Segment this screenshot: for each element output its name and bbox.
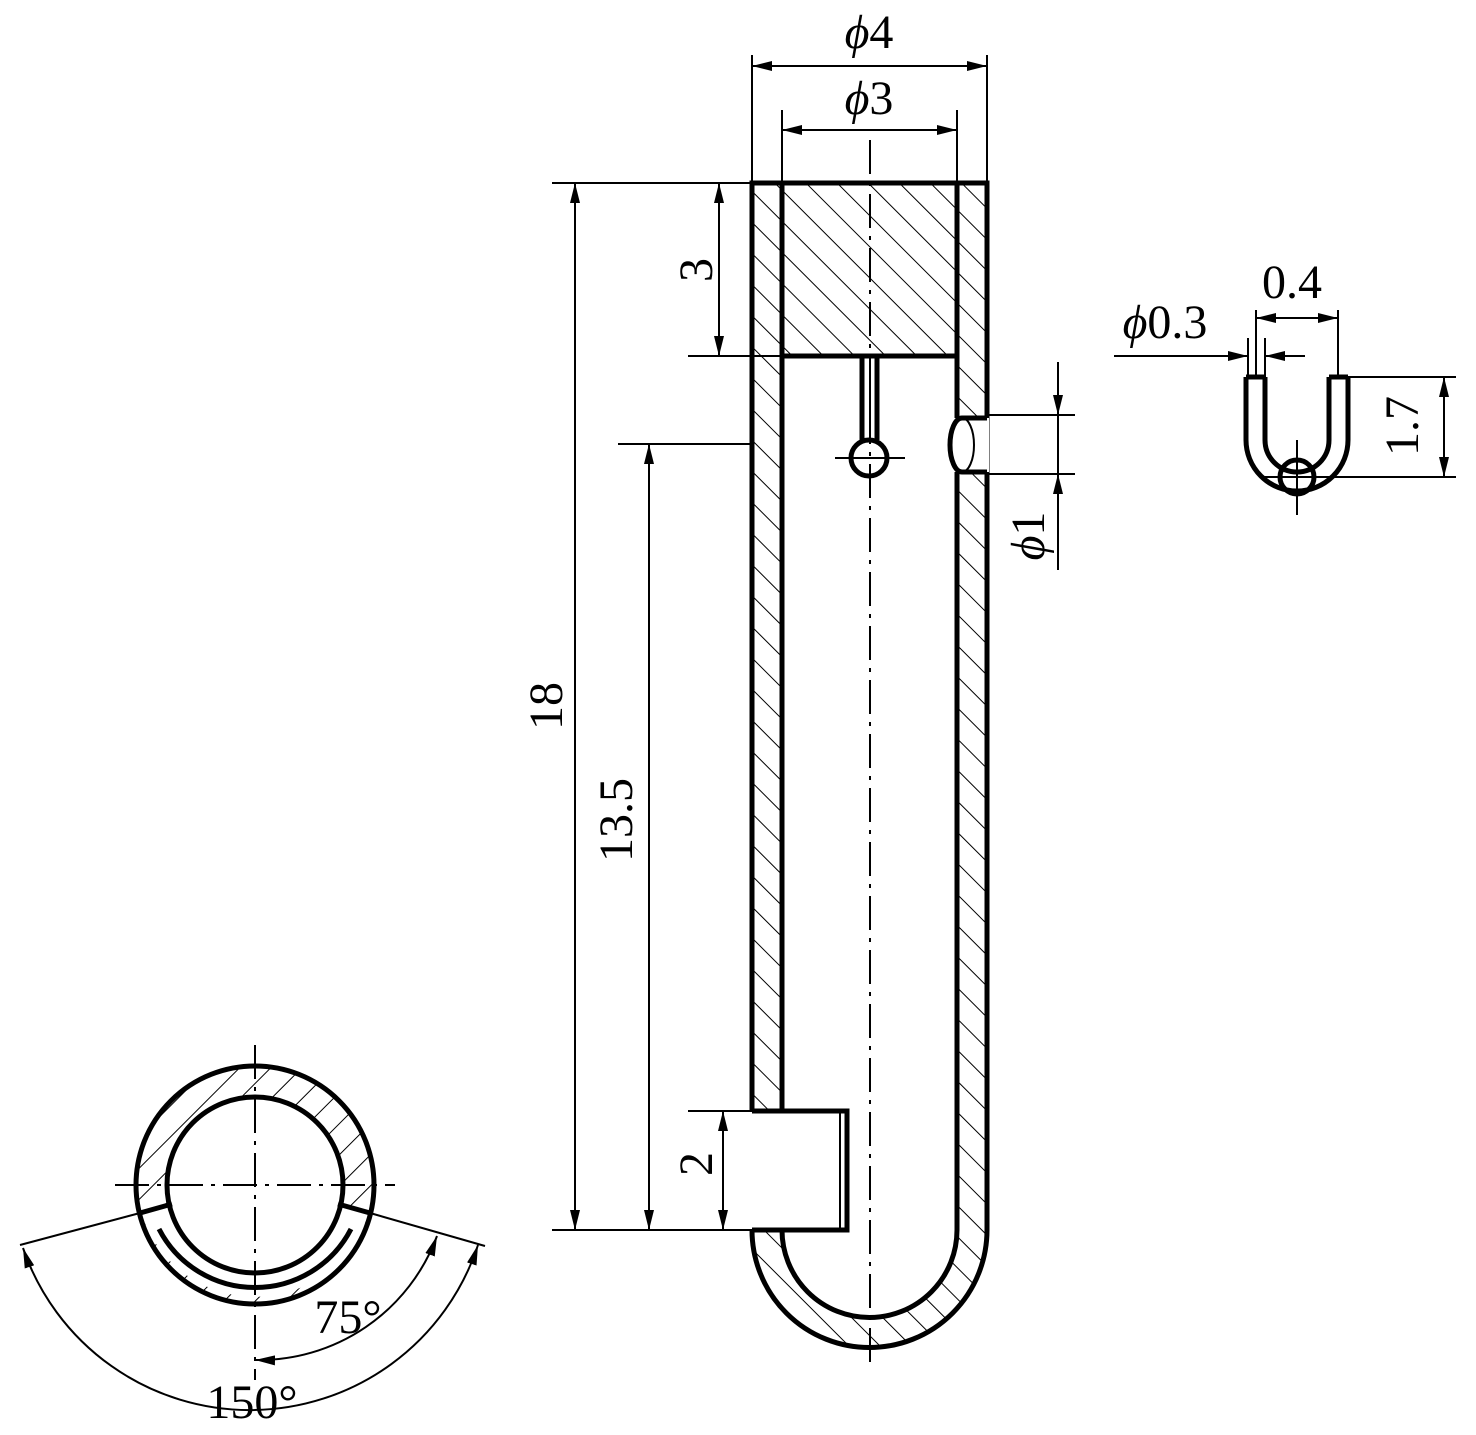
label-17: 1.7 [1376,396,1429,456]
right-wall-inner-line [779,183,960,1320]
slot-outline [752,1108,850,1233]
label-3: 3 [670,258,723,282]
side-hole-inner [961,417,975,473]
label-dia3: ϕ3 [845,72,894,125]
left-wall-hatch [752,183,782,1111]
label-2: 2 [670,1152,723,1176]
side-hole-outline [947,415,987,475]
angle-ext-left [19,1212,141,1246]
label-dia4: ϕ4 [845,6,894,59]
main-view: ϕ4 ϕ3 18 13.5 3 2 ϕ1 [520,6,1075,1370]
detail-view: 0.4 ϕ0.3 1.7 [1114,256,1456,515]
label-dia03: ϕ0.3 [1123,296,1208,349]
label-18: 18 [520,682,573,730]
tube-outer-outline [749,180,990,1350]
label-75deg: 75° [314,1291,381,1344]
section-view: 75° 150° [19,1045,486,1429]
bottom-bend-hatch [752,1230,987,1348]
angle-ext-right [369,1212,486,1247]
label-13-5: 13.5 [590,778,643,862]
right-wall-hatch [957,183,987,1230]
label-04: 0.4 [1262,256,1322,309]
arc-150 [22,1244,479,1412]
label-150deg: 150° [206,1376,297,1429]
label-dia1: ϕ1 [1002,512,1055,561]
